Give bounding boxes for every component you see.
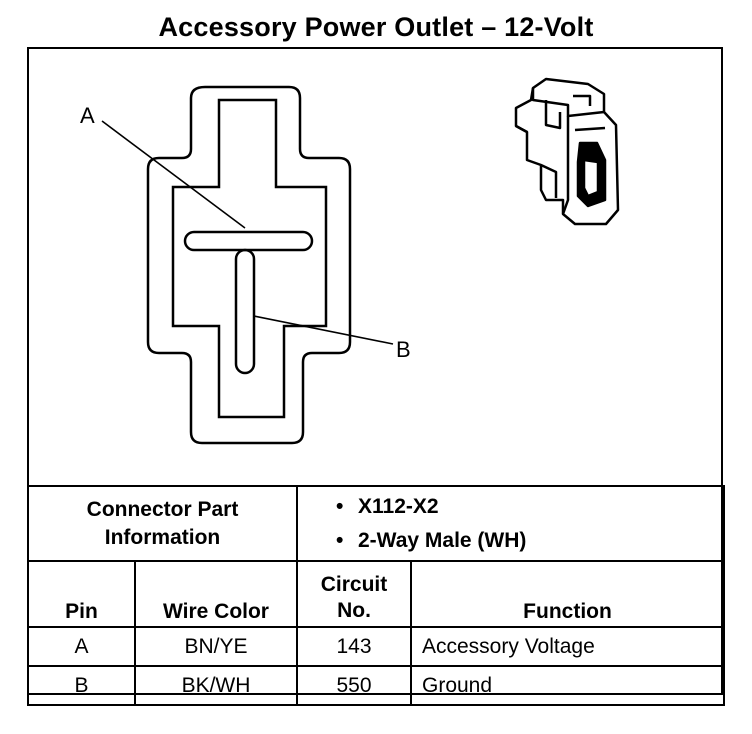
connector-part-info-row: Connector Part Information •X112-X2 •2-W… (27, 485, 725, 562)
row-a-circuit: 143 (296, 626, 412, 667)
row-a-wire-color: BN/YE (134, 626, 298, 667)
connector-part-info-line1: Connector Part (86, 497, 239, 521)
row-a-function: Accessory Voltage (410, 626, 725, 667)
table-row: B BK/WH 550 Ground (27, 665, 725, 706)
row-b-pin: B (27, 665, 136, 706)
connector-type-bullet: •2-Way Male (WH) (336, 528, 527, 552)
header-pin: Pin (27, 560, 136, 628)
connector-outer-outline (146, 85, 352, 445)
connector-part-info-values: •X112-X2 •2-Way Male (WH) (296, 485, 725, 562)
row-b-wire-color: BK/WH (134, 665, 298, 706)
page-title: Accessory Power Outlet – 12-Volt (158, 12, 594, 42)
connector-inner-outline (171, 98, 328, 419)
header-wire-color: Wire Color (134, 560, 298, 628)
label-a: A (80, 103, 95, 128)
terminal-a (183, 230, 314, 252)
table-header-row: Pin Wire Color Circuit No. Function (27, 560, 725, 628)
table-row: A BN/YE 143 Accessory Voltage (27, 626, 725, 667)
connector-type: 2-Way Male (WH) (358, 528, 527, 552)
connector-part-info-label: Connector Part Information (27, 485, 298, 562)
connector-info-table: Connector Part Information •X112-X2 •2-W… (27, 485, 725, 706)
header-function: Function (410, 560, 725, 628)
leader-line-b (253, 315, 394, 345)
header-circuit-line1: Circuit (320, 573, 388, 596)
header-circuit-line2: No. (337, 599, 371, 622)
row-a-pin: A (27, 626, 136, 667)
connector-body-icon (514, 77, 620, 226)
connector-id: X112-X2 (358, 494, 439, 518)
label-b: B (396, 337, 411, 362)
row-b-circuit: 550 (296, 665, 412, 706)
row-b-function: Ground (410, 665, 725, 706)
terminal-b (234, 248, 256, 375)
header-circuit-no: Circuit No. (296, 560, 412, 628)
connector-id-bullet: •X112-X2 (336, 494, 439, 518)
leader-line-a (101, 120, 246, 229)
connector-part-info-line2: Information (104, 525, 221, 549)
